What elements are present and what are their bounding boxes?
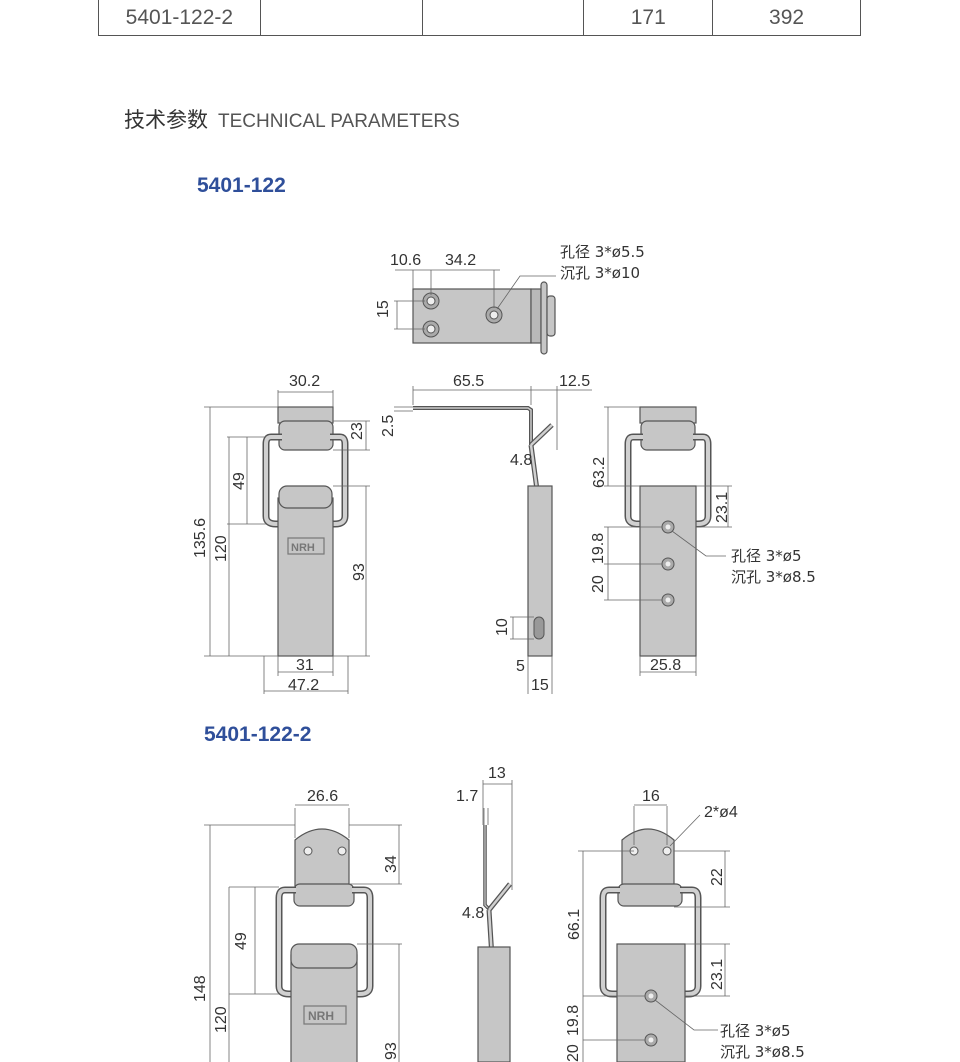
- m2-back-view: 16 2*ø4 22 66.1 23.1 19.8 20 孔径 3*ø5 沉孔 …: [565, 788, 805, 1062]
- m1-back-p1: 19.8: [590, 533, 607, 564]
- cell-4: 171: [584, 0, 714, 35]
- cell-3: [423, 0, 585, 35]
- m1-top-d3: 15: [375, 300, 392, 318]
- brand-logo-2: NRH: [308, 1009, 334, 1023]
- m1-back-h2: 23.1: [714, 492, 731, 523]
- m1-front-h-total: 135.6: [192, 518, 209, 558]
- cell-2: [261, 0, 423, 35]
- m1-top-d2: 34.2: [445, 252, 476, 269]
- m2-front-h-inner: 120: [213, 1006, 230, 1033]
- section-title-cn: 技术参数: [124, 108, 208, 132]
- m1-top-note2: 沉孔 3*ø10: [560, 264, 640, 282]
- m2-back-p1: 19.8: [565, 1005, 582, 1036]
- model-title-2: 5401-122-2: [204, 723, 312, 746]
- m2-back-note1: 孔径 3*ø5: [720, 1022, 791, 1040]
- m1-back-h1: 63.2: [591, 457, 608, 488]
- m1-front-h-loop: 49: [231, 472, 248, 490]
- m1-side-thk: 2.5: [380, 415, 397, 437]
- m1-back-w: 25.8: [650, 657, 681, 674]
- m1-front-h-inner: 120: [213, 535, 230, 562]
- m1-side-len: 65.5: [453, 373, 484, 390]
- m1-front-w-total: 47.2: [288, 677, 319, 694]
- section-title-en: TECHNICAL PARAMETERS: [218, 111, 460, 132]
- m1-back-note1: 孔径 3*ø5: [731, 547, 802, 565]
- m1-side-view: 65.5 12.5 2.5 4.8 10 5 15: [380, 373, 592, 694]
- m2-back-w: 16: [642, 788, 660, 805]
- m2-side-view: 13 1.7 4.8: [456, 765, 513, 1062]
- m2-back-h2: 23.1: [709, 959, 726, 990]
- m1-front-view: NRH 30.2 23 49 135.6 120 93 31 47.2: [192, 373, 370, 694]
- m1-top-view: 10.6 34.2 15 孔径 3*ø5.5 沉孔 3*ø10: [375, 243, 645, 355]
- m1-front-w-top: 30.2: [289, 373, 320, 390]
- m2-front-w-top: 26.6: [307, 788, 338, 805]
- cell-model: 5401-122-2: [99, 0, 261, 35]
- m2-side-wire: 4.8: [462, 905, 484, 922]
- m1-front-h-plate: 93: [351, 563, 368, 581]
- m1-side-w: 15: [531, 677, 549, 694]
- m1-back-p2: 20: [590, 575, 607, 593]
- m1-side-end: 12.5: [559, 373, 590, 390]
- m1-back-view: 63.2 23.1 19.8 20 25.8 孔径 3*ø5 沉孔 3*ø8.5: [590, 406, 816, 676]
- spec-table-row: 5401-122-2 171 392: [98, 0, 861, 36]
- m2-back-p2: 20: [565, 1044, 582, 1062]
- brand-logo: NRH: [291, 542, 315, 554]
- m1-side-wire: 4.8: [510, 452, 532, 469]
- model-title-1: 5401-122: [197, 174, 286, 197]
- m2-back-h1: 22: [709, 868, 726, 886]
- m1-side-off: 5: [516, 658, 525, 675]
- m2-front-view: NRH 26.6 34 49 148 120 93: [192, 788, 402, 1062]
- m1-front-w-plate: 31: [296, 657, 314, 674]
- m1-back-note2: 沉孔 3*ø8.5: [731, 568, 816, 586]
- m2-back-h-total: 66.1: [566, 909, 583, 940]
- m2-front-h-total: 148: [192, 975, 209, 1002]
- m2-side-thk: 1.7: [456, 788, 478, 805]
- m2-side-w: 13: [488, 765, 506, 782]
- m1-top-note1: 孔径 3*ø5.5: [560, 243, 645, 261]
- cell-5: 392: [769, 5, 805, 29]
- section-heading: 技术参数 TECHNICAL PARAMETERS: [124, 104, 460, 134]
- m2-front-h-plate: 93: [383, 1042, 400, 1060]
- m2-front-h-loop: 49: [233, 932, 250, 950]
- m1-side-slot: 10: [494, 618, 511, 636]
- m2-back-note2: 沉孔 3*ø8.5: [720, 1043, 805, 1061]
- m2-back-holes: 2*ø4: [704, 804, 738, 821]
- m2-front-h-top: 34: [383, 855, 400, 873]
- m1-front-h-top: 23: [349, 422, 366, 440]
- m1-top-d1: 10.6: [390, 252, 421, 269]
